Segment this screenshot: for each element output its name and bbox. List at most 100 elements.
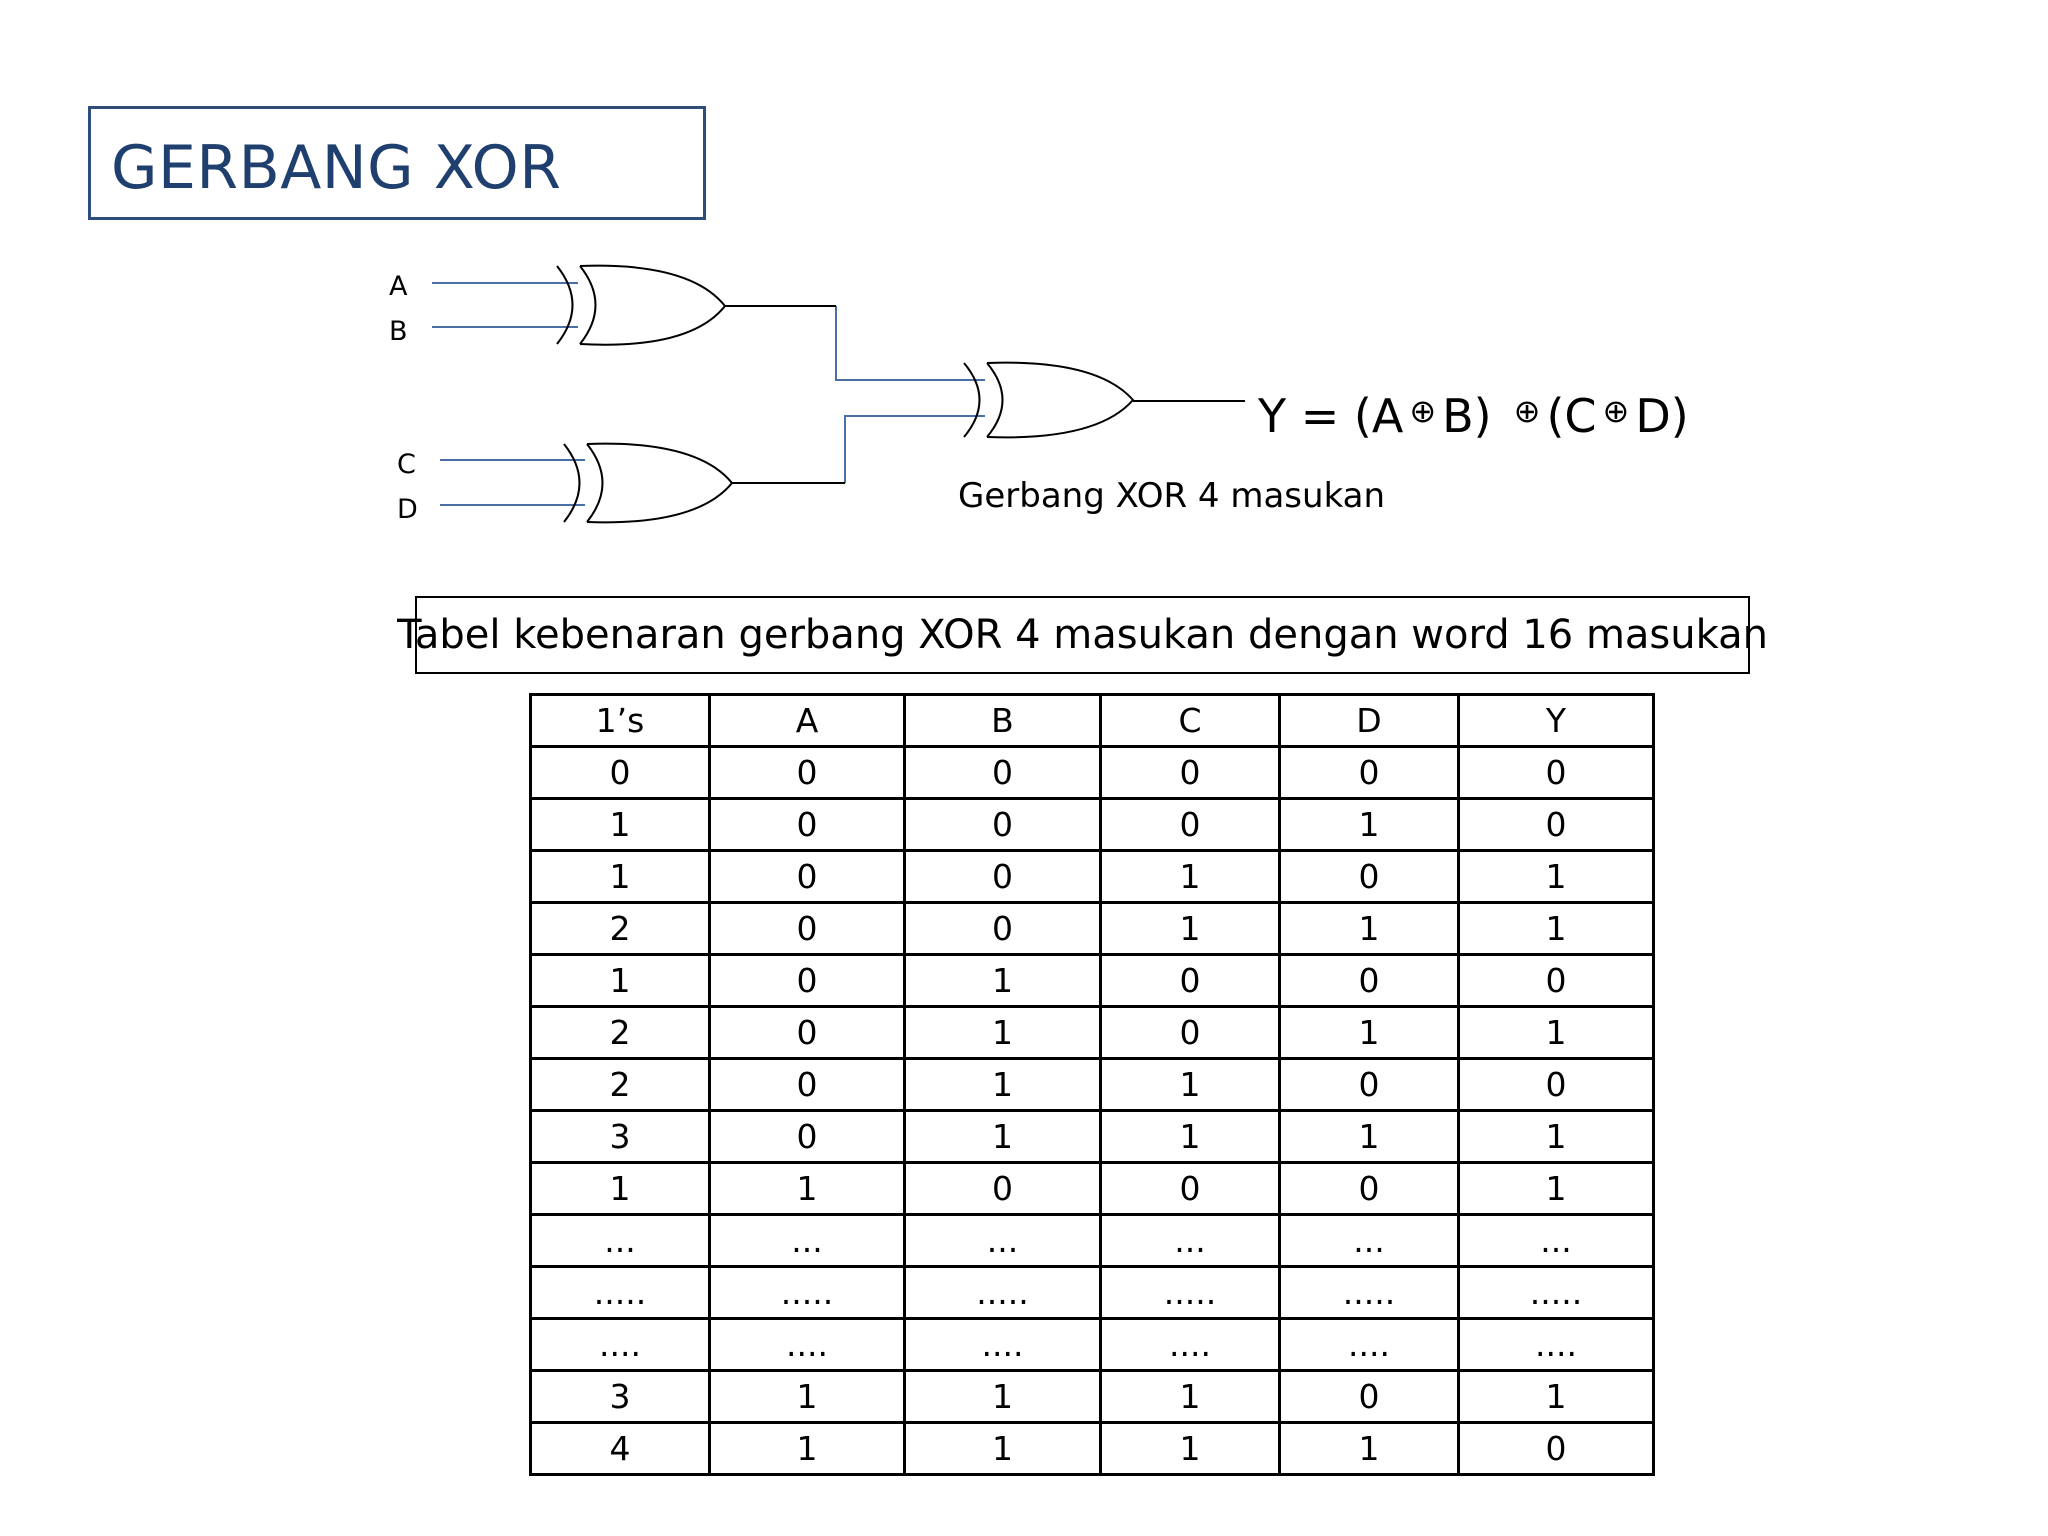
table-row: .................. <box>529 1213 1655 1268</box>
table-cell-b: 1 <box>903 1057 1102 1112</box>
formula-part-3: (C <box>1546 389 1597 443</box>
table-cell-d: 0 <box>1278 1369 1460 1424</box>
table-cell-ones-count: 4 <box>529 1421 711 1476</box>
table-cell-d: 0 <box>1278 1161 1460 1216</box>
wire-ab-to-final <box>835 306 985 381</box>
xor-gate-ab <box>556 264 836 346</box>
table-cell-a: 0 <box>708 953 906 1008</box>
table-cell-ones-count: 0 <box>529 745 711 800</box>
table-cell-b: ... <box>903 1213 1102 1268</box>
input-label-b: B <box>389 316 408 347</box>
table-cell-b: 1 <box>903 953 1102 1008</box>
table-cell-c: 1 <box>1099 1057 1281 1112</box>
table-cell-b: 1 <box>903 1109 1102 1164</box>
table-cell-a: 1 <box>708 1369 906 1424</box>
table-cell-b: 0 <box>903 1161 1102 1216</box>
table-cell-ones-count: 2 <box>529 901 711 956</box>
table-cell-b: .... <box>903 1317 1102 1372</box>
table-cell-d: ... <box>1278 1213 1460 1268</box>
table-cell-y: 0 <box>1457 1057 1655 1112</box>
table-cell-c: 1 <box>1099 1109 1281 1164</box>
table-cell-c: 0 <box>1099 745 1281 800</box>
xor-operator-icon: ⊕ <box>1513 392 1541 430</box>
diagram-caption: Gerbang XOR 4 masukan <box>958 476 1386 516</box>
xor-circuit-diagram <box>432 264 1245 524</box>
table-cell-ones-count: 3 <box>529 1109 711 1164</box>
table-cell-y: 1 <box>1457 1161 1655 1216</box>
table-cell-a: 0 <box>708 1057 906 1112</box>
table-cell-y: ..... <box>1457 1265 1655 1320</box>
table-cell-c: .... <box>1099 1317 1281 1372</box>
table-cell-b: 1 <box>903 1005 1102 1060</box>
table-cell-ones-count: 1 <box>529 1161 711 1216</box>
table-cell-c: ..... <box>1099 1265 1281 1320</box>
xor-operator-icon: ⊕ <box>1409 392 1437 430</box>
formula-part-2: B) <box>1442 389 1492 443</box>
xor-gate-cd <box>563 442 845 524</box>
table-cell-ones-count: 1 <box>529 797 711 852</box>
table-cell-y: 1 <box>1457 849 1655 904</box>
table-cell-d: 1 <box>1278 1421 1460 1476</box>
table-cell-a: ... <box>708 1213 906 1268</box>
table-cell-b: 1 <box>903 1369 1102 1424</box>
table-cell-a: 1 <box>708 1161 906 1216</box>
table-cell-y: 0 <box>1457 797 1655 852</box>
title-box: GERBANG XOR <box>88 106 706 220</box>
table-cell-c: 1 <box>1099 849 1281 904</box>
table-cell-c: 0 <box>1099 1005 1281 1060</box>
column-header-y: Y <box>1457 693 1655 748</box>
table-cell-a: 0 <box>708 849 906 904</box>
table-cell-ones-count: ..... <box>529 1265 711 1320</box>
input-label-d: D <box>397 494 418 525</box>
table-cell-a: 0 <box>708 901 906 956</box>
table-cell-c: 1 <box>1099 1369 1281 1424</box>
table-cell-b: 1 <box>903 1421 1102 1476</box>
table-cell-d: 1 <box>1278 901 1460 956</box>
table-cell-ones-count: 1 <box>529 953 711 1008</box>
table-row: ........................ <box>529 1317 1655 1372</box>
table-row: .............................. <box>529 1265 1655 1320</box>
table-cell-y: 1 <box>1457 901 1655 956</box>
table-cell-d: .... <box>1278 1317 1460 1372</box>
table-cell-d: 1 <box>1278 797 1460 852</box>
table-cell-a: .... <box>708 1317 906 1372</box>
table-cell-y: 0 <box>1457 745 1655 800</box>
table-title-box: Tabel kebenaran gerbang XOR 4 masukan de… <box>397 596 1768 674</box>
table-cell-y: 0 <box>1457 953 1655 1008</box>
table-cell-c: 0 <box>1099 1161 1281 1216</box>
table-cell-b: 0 <box>903 849 1102 904</box>
table-cell-y: 0 <box>1457 1421 1655 1476</box>
table-cell-d: 0 <box>1278 849 1460 904</box>
xor-operator-icon: ⊕ <box>1602 392 1630 430</box>
table-cell-a: 0 <box>708 1005 906 1060</box>
table-cell-y: .... <box>1457 1317 1655 1372</box>
xor-gate-final <box>963 361 1245 439</box>
table-cell-b: ..... <box>903 1265 1102 1320</box>
table-cell-ones-count: 2 <box>529 1057 711 1112</box>
table-cell-ones-count: ... <box>529 1213 711 1268</box>
output-formula: Y = (A⊕B)⊕(C⊕D) <box>1258 384 1689 443</box>
table-cell-d: 1 <box>1278 1109 1460 1164</box>
column-header-d: D <box>1278 693 1460 748</box>
table-cell-b: 0 <box>903 797 1102 852</box>
table-cell-c: 1 <box>1099 901 1281 956</box>
table-cell-ones-count: 2 <box>529 1005 711 1060</box>
table-cell-d: 1 <box>1278 1005 1460 1060</box>
table-cell-d: ..... <box>1278 1265 1460 1320</box>
table-cell-c: 1 <box>1099 1421 1281 1476</box>
formula-part-4: D) <box>1635 389 1689 443</box>
table-cell-c: ... <box>1099 1213 1281 1268</box>
table-cell-d: 0 <box>1278 1057 1460 1112</box>
table-cell-a: 0 <box>708 797 906 852</box>
table-cell-y: 1 <box>1457 1369 1655 1424</box>
table-cell-b: 0 <box>903 745 1102 800</box>
table-cell-a: 0 <box>708 745 906 800</box>
